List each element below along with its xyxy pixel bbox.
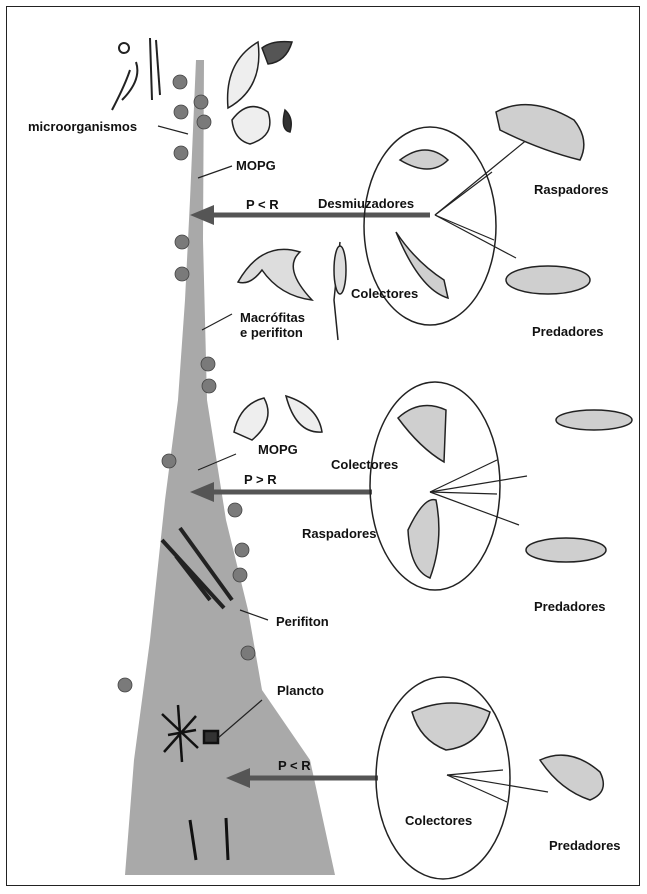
label-mopg-mid: MOPG <box>258 442 298 457</box>
label-collectors-mid: Colectores <box>331 457 398 472</box>
label-macrophytes-line2: e perifiton <box>240 325 303 340</box>
label-periphyton: Perifiton <box>276 614 329 629</box>
label-p-r-bottom: P < R <box>278 758 311 773</box>
mid-leaf-icons <box>234 396 322 440</box>
label-scrapers-top-right: Raspadores <box>534 182 608 197</box>
trophic-fan-lines <box>430 134 548 802</box>
label-collectors-bottom: Colectores <box>405 813 472 828</box>
microorganism-icons <box>112 38 160 110</box>
river-channel <box>125 60 335 875</box>
label-plankton: Plancto <box>277 683 324 698</box>
label-scrapers-mid: Raspadores <box>302 526 376 541</box>
label-predators-bottom-right: Predadores <box>549 838 621 853</box>
label-macrophytes-line1: Macrófitas <box>240 310 305 325</box>
label-shredders: Desmiuzadores <box>318 196 414 211</box>
label-collectors-top: Colectores <box>351 286 418 301</box>
label-microorganisms: microorganismos <box>28 119 137 134</box>
label-predators-mid-right: Predadores <box>534 599 606 614</box>
label-p-r-mid: P > R <box>244 472 277 487</box>
leaf-litter-icons <box>228 42 292 144</box>
invertebrate-icons <box>396 105 632 800</box>
label-mopg-top: MOPG <box>236 158 276 173</box>
label-predators-top-right: Predadores <box>532 324 604 339</box>
label-p-r-top: P < R <box>246 197 279 212</box>
